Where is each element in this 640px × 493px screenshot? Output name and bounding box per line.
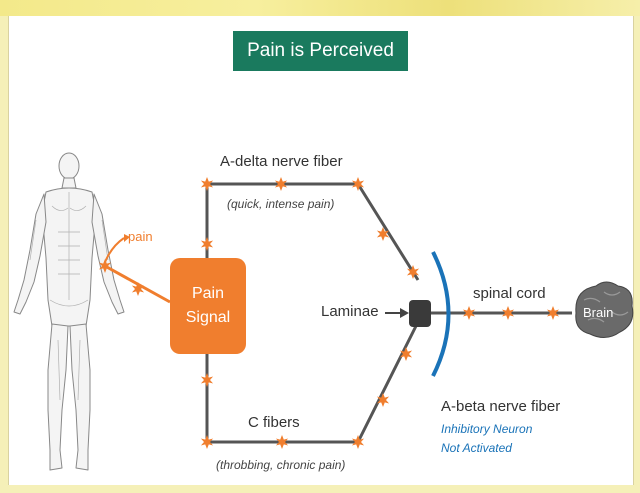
adelta-fiber-desc: (quick, intense pain) [227,197,334,211]
pain-signal-line-1: Pain [192,282,224,306]
pain-label: pain [128,229,153,244]
c-fibers-desc: (throbbing, chronic pain) [216,458,345,472]
laminae-block [409,300,431,327]
c-fibers-label: C fibers [248,414,300,431]
spinal-cord-label: spinal cord [473,285,546,302]
not-activated-label: Not Activated [441,441,512,455]
brain-label: Brain [583,305,613,320]
abeta-fiber-label: A-beta nerve fiber [441,398,560,415]
inhibitory-neuron-label: Inhibitory Neuron [441,422,532,436]
pain-signal-box: Pain Signal [170,258,246,354]
laminae-label: Laminae [321,303,379,320]
page-title: Pain is Perceived [233,31,408,71]
pain-signal-line-2: Signal [186,306,230,330]
adelta-fiber-label: A-delta nerve fiber [220,153,343,170]
